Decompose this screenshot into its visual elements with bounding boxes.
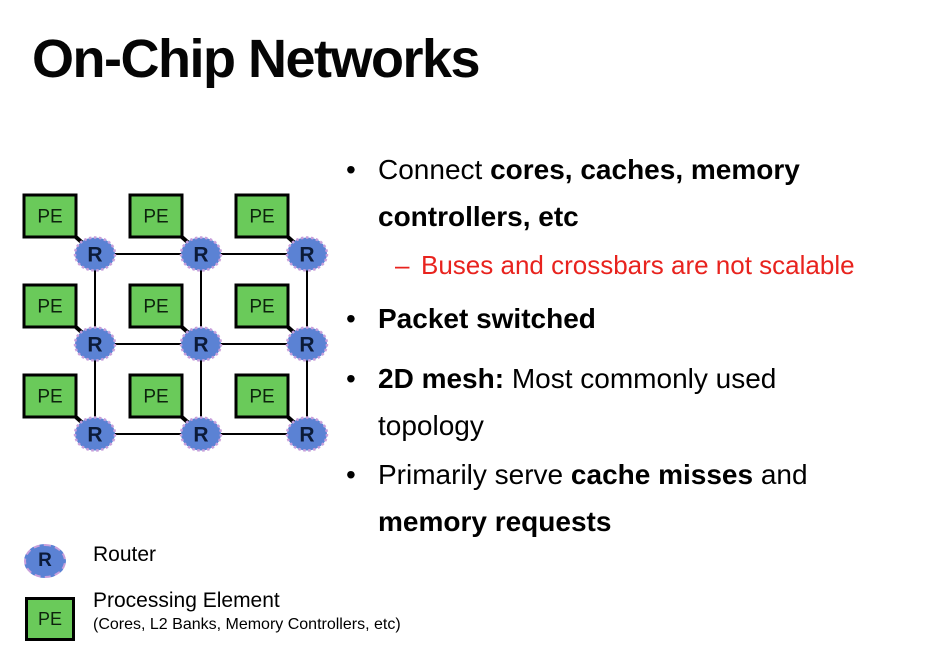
bullet-text: Connect cores, caches, memory controllers… — [378, 146, 918, 240]
router-node-label: R — [299, 244, 314, 267]
bullet-item-3: • Packet switched — [338, 295, 918, 342]
text-segment: and — [753, 459, 808, 490]
legend-router-text: Router — [93, 543, 157, 566]
pe-node — [234, 373, 290, 419]
router-node — [179, 326, 223, 362]
legend-router-symbol-label: R — [38, 550, 52, 571]
mesh-svg: PE PE PE PE PE PE PE PE PE R R R R R R R R R — [22, 193, 329, 452]
router-node — [285, 236, 329, 272]
bullet-marker: • — [346, 363, 356, 394]
bullet-list: • Connect cores, caches, memory controller… — [338, 146, 918, 545]
pe-node — [128, 283, 184, 329]
router-node — [73, 326, 117, 362]
pe-node-label: PE — [143, 387, 168, 408]
pe-node-label: PE — [249, 387, 274, 408]
bullet-item-5: • Primarily serve cache misses and memory … — [338, 451, 918, 545]
bullet-marker: • — [346, 154, 356, 185]
text-segment: Packet switched — [378, 303, 596, 334]
mesh-network-diagram: PE PE PE PE PE PE PE PE PE R R R R R R R R R — [0, 180, 350, 462]
bullet-text: Buses and crossbars are not scalable — [421, 245, 918, 285]
text-segment: controllers, etc — [378, 201, 579, 232]
text-segment: cache misses — [570, 459, 754, 490]
legend-pe-symbol: PE — [25, 597, 75, 641]
legend-router-symbol: R — [24, 544, 66, 578]
legend-pe-symbol-label: PE — [37, 608, 62, 629]
dash-marker: – — [395, 250, 410, 280]
router-node-label: R — [87, 244, 102, 267]
pe-node — [234, 283, 290, 329]
pe-node — [234, 193, 290, 239]
pe-node-label: PE — [249, 207, 274, 228]
router-node-label: R — [87, 424, 102, 447]
text-segment: memory requests — [378, 506, 612, 537]
router-node-label: R — [193, 424, 208, 447]
text-segment: Most commonly used — [504, 363, 777, 394]
pe-node — [22, 373, 78, 419]
pe-node-label: PE — [37, 387, 62, 408]
text-segment: Buses and crossbars are not scalable — [421, 250, 855, 280]
text-segment: Connect — [378, 154, 491, 185]
text-segment: 2D mesh: — [378, 363, 505, 394]
router-node-label: R — [193, 244, 208, 267]
router-node — [179, 416, 223, 452]
router-node-label: R — [299, 334, 314, 357]
text-segment: cores, caches, memory — [490, 154, 800, 185]
bullet-item-2: –Buses and crossbars are not scalable — [395, 245, 918, 285]
pe-node-label: PE — [37, 207, 62, 228]
pe-node — [128, 373, 184, 419]
legend-pe-subtext: (Cores, L2 Banks, Memory Controllers, et… — [93, 616, 401, 633]
pe-node-label: PE — [143, 207, 168, 228]
pe-node — [128, 193, 184, 239]
text-segment: topology — [378, 410, 484, 441]
router-node-label: R — [299, 424, 314, 447]
bullet-text: Packet switched — [378, 295, 918, 342]
bullet-text: 2D mesh: Most commonly used topology — [378, 355, 918, 449]
pe-node-label: PE — [143, 297, 168, 318]
pe-node-label: PE — [37, 297, 62, 318]
pe-node — [22, 193, 78, 239]
bullet-marker: • — [346, 459, 356, 490]
bullet-marker: • — [346, 303, 356, 334]
text-segment: Primarily serve — [378, 459, 571, 490]
bullet-item-4: • 2D mesh: Most commonly used topology — [338, 355, 918, 449]
pe-node-label: PE — [249, 297, 274, 318]
router-node-label: R — [193, 334, 208, 357]
router-node — [179, 236, 223, 272]
bullet-item-1: • Connect cores, caches, memory controller… — [338, 146, 918, 240]
router-node — [285, 416, 329, 452]
pe-node — [22, 283, 78, 329]
router-node — [73, 236, 117, 272]
router-node — [73, 416, 117, 452]
bullet-text: Primarily serve cache misses and memory r… — [378, 451, 918, 545]
router-node — [285, 326, 329, 362]
slide-title: On-Chip Networks — [32, 29, 481, 89]
legend-pe-text: Processing Element — [93, 589, 280, 612]
router-node-label: R — [87, 334, 102, 357]
